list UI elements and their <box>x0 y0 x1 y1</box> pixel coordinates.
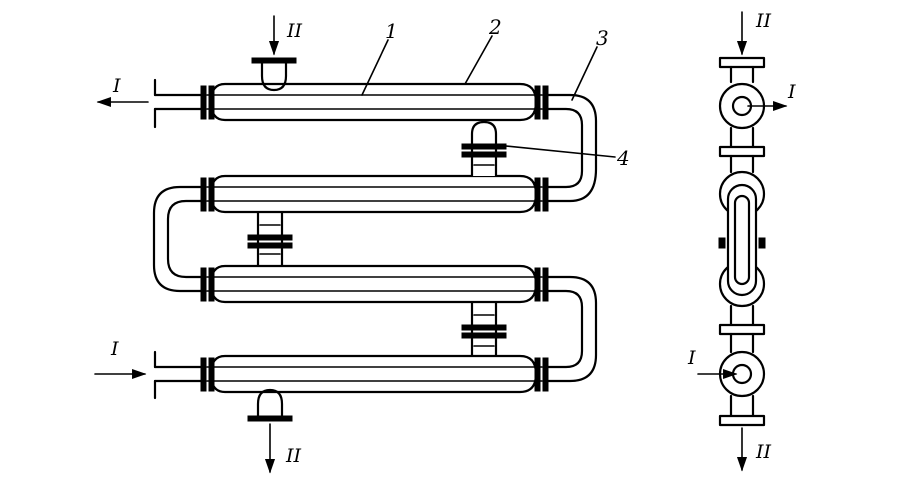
side-stream-two-inlet-label: II <box>755 10 772 32</box>
stream-one-outlet-label: I <box>112 75 121 97</box>
side-stream-one-outlet-label: I <box>787 81 796 103</box>
front-view: I I II II 1 2 3 4 <box>94 15 630 474</box>
stream-one-outlet-pipe <box>153 78 203 129</box>
part-leader-lines <box>361 35 616 158</box>
connecting-pipe-2-3 <box>247 212 293 266</box>
side-flange-upper <box>718 145 766 158</box>
outer-tube-row-3 <box>209 264 538 304</box>
side-view: II I I II <box>687 10 796 472</box>
side-top-nozzle <box>718 56 766 84</box>
return-bend-right-top <box>546 93 598 203</box>
side-flange-lower <box>718 323 766 336</box>
side-bottom-nozzle <box>718 414 766 427</box>
connecting-pipe-3-4 <box>461 302 507 356</box>
stream-two-inlet-label: II <box>286 20 303 42</box>
inner-tube-lines <box>206 94 543 382</box>
side-middle-bend <box>718 170 766 308</box>
end-flanges <box>200 85 549 392</box>
stream-two-outlet-nozzle <box>247 388 293 422</box>
part-label-connecting-pipe: 4 <box>616 146 630 170</box>
side-bottom-tube-section <box>718 350 766 398</box>
side-stream-one-inlet-label: I <box>687 347 696 369</box>
part-label-inner-tube: 1 <box>385 19 398 43</box>
stream-two-outlet-label: II <box>285 445 302 467</box>
outer-tube-row-1 <box>209 82 538 122</box>
connecting-pipe-1-2 <box>461 120 507 176</box>
side-stream-two-outlet-label: II <box>755 441 772 463</box>
stream-one-inlet-pipe <box>153 350 203 400</box>
return-bend-right-bottom <box>546 275 598 383</box>
return-bend-left <box>152 185 203 293</box>
outer-tube-row-4 <box>209 354 538 394</box>
part-label-return-bend: 3 <box>596 26 609 50</box>
part-label-outer-tube: 2 <box>488 15 502 39</box>
outer-tube-row-2 <box>209 174 538 214</box>
stream-one-inlet-label: I <box>110 338 119 360</box>
stream-two-inlet-nozzle <box>251 57 297 92</box>
